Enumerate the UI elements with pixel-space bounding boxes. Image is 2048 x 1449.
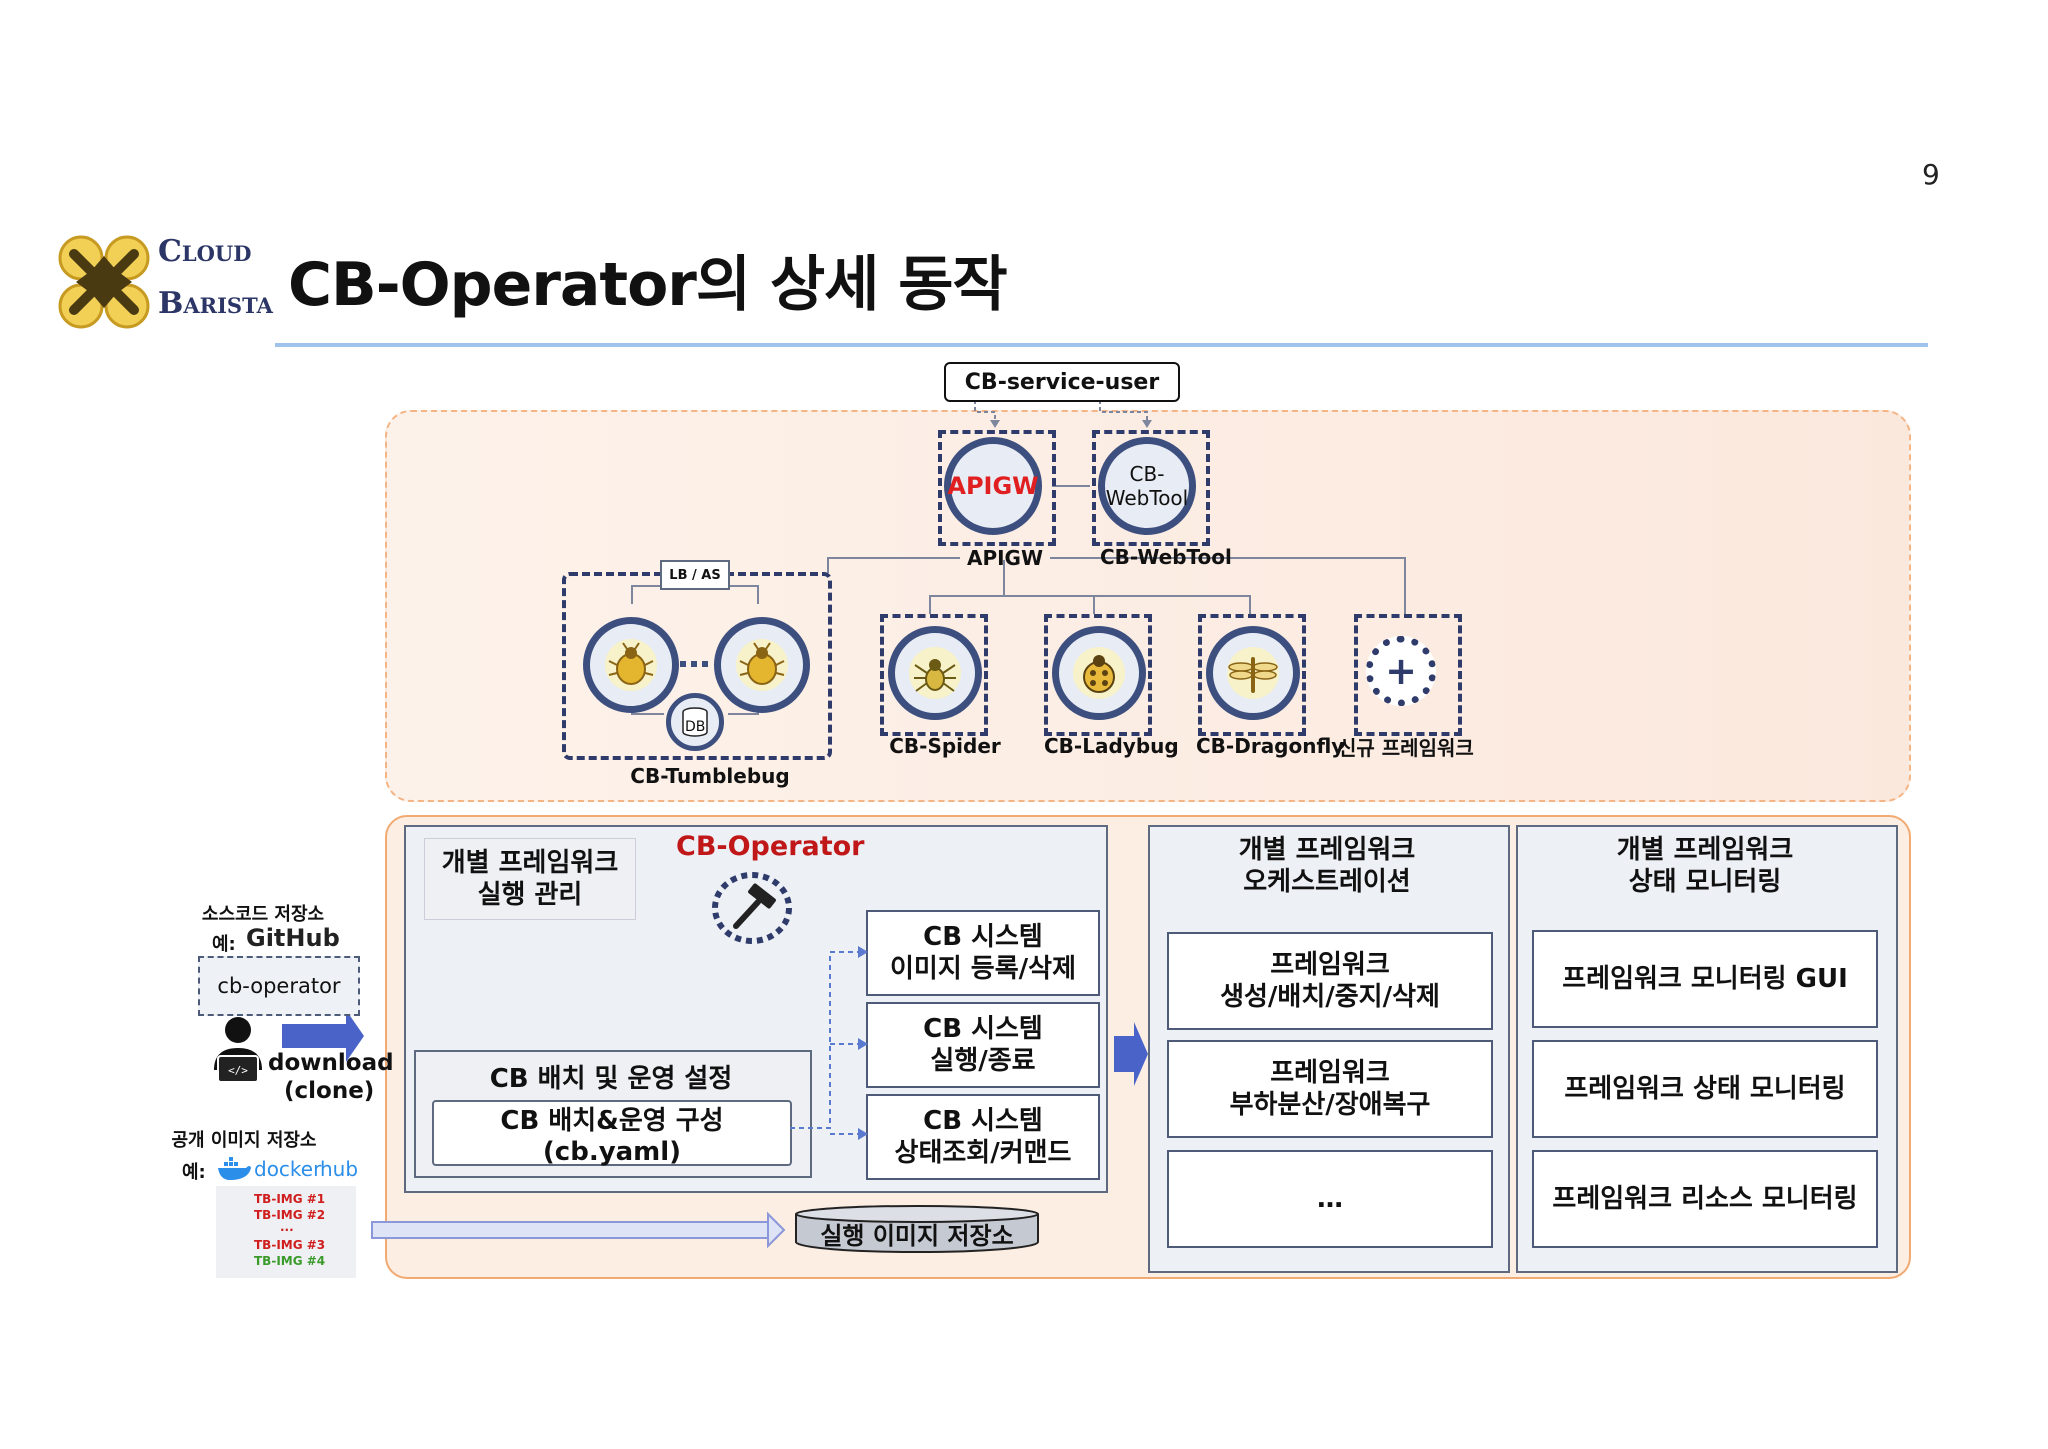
logo-emblem-icon bbox=[58, 235, 150, 329]
database-icon bbox=[682, 707, 708, 737]
svg-text:</>: </> bbox=[228, 1064, 248, 1077]
example-label-2: 예: bbox=[182, 1162, 206, 1183]
image-store-label: 실행 이미지 저장소 bbox=[820, 1222, 1014, 1250]
page-title: CB-Operator의 상세 동작 bbox=[288, 250, 1008, 320]
tumblebug-caption: CB-Tumblebug bbox=[630, 764, 790, 788]
monitoring-title: 개별 프레임워크 상태 모니터링 bbox=[1616, 835, 1794, 897]
example-label-1: 예: bbox=[212, 934, 236, 955]
tumblebug-instance-1 bbox=[583, 617, 679, 713]
image-tag-2: TB-IMG #2 bbox=[254, 1208, 326, 1222]
system-image-register-box[interactable]: CB 시스템 이미지 등록/삭제 bbox=[866, 910, 1100, 996]
tumblebug-beetle-icon bbox=[605, 639, 657, 691]
source-repo-label: 소스코드 저장소 bbox=[201, 904, 325, 925]
dragonfly-node[interactable] bbox=[1198, 614, 1306, 736]
image-store-cylinder[interactable]: 실행 이미지 저장소 bbox=[794, 1204, 1040, 1254]
image-list-box: TB-IMG #1 TB-IMG #2 ... TB-IMG #3 TB-IMG… bbox=[216, 1186, 356, 1278]
orchestration-item-more: … bbox=[1167, 1150, 1493, 1248]
spider-circle bbox=[888, 626, 982, 720]
ladybug-circle bbox=[1052, 626, 1146, 720]
ladybug-caption: CB-Ladybug bbox=[1044, 734, 1179, 758]
dockerhub-text-a: docker bbox=[254, 1157, 322, 1181]
logo-text-line1: Cloud bbox=[158, 234, 252, 269]
apigw-circle-label: APIGW bbox=[947, 472, 1039, 500]
dragonfly-circle bbox=[1206, 626, 1300, 720]
monitoring-item-resource[interactable]: 프레임워크 리소스 모니터링 bbox=[1532, 1150, 1878, 1248]
cb-operator-title: CB-Operator bbox=[676, 831, 865, 862]
new-framework-caption: 신규 프레임워크 bbox=[1338, 736, 1474, 760]
docker-whale-icon bbox=[218, 1157, 251, 1180]
developer-icon: </> bbox=[208, 1016, 268, 1086]
spider-caption: CB-Spider bbox=[889, 734, 1001, 758]
image-tag-1: TB-IMG #1 bbox=[254, 1192, 326, 1206]
spider-node[interactable] bbox=[880, 614, 988, 736]
lb-as-label: LB / AS bbox=[660, 560, 730, 590]
db-label: DB bbox=[685, 719, 706, 735]
plus-icon: + bbox=[1385, 649, 1417, 693]
new-framework-node[interactable] bbox=[1354, 614, 1462, 736]
tumblebug-beetle-icon bbox=[736, 639, 788, 691]
system-status-command-box[interactable]: CB 시스템 상태조회/커맨드 bbox=[866, 1094, 1100, 1180]
spider-icon bbox=[909, 647, 961, 699]
page-number: 9 bbox=[1922, 158, 1940, 191]
deploy-config-label: CB 배치&운영 구성 (cb.yaml) bbox=[500, 1105, 724, 1167]
monitoring-item-status[interactable]: 프레임워크 상태 모니터링 bbox=[1532, 1040, 1878, 1138]
orchestration-item-create[interactable]: 프레임워크 생성/배치/중지/삭제 bbox=[1167, 932, 1493, 1030]
image-tag-4: TB-IMG #4 bbox=[254, 1254, 326, 1268]
deploy-config-scroll[interactable]: CB 배치&운영 구성 (cb.yaml) bbox=[432, 1100, 792, 1167]
webtool-circle: CB- WebTool bbox=[1098, 437, 1196, 535]
clone-label: (clone) bbox=[284, 1078, 375, 1104]
title-divider bbox=[275, 343, 1928, 347]
orchestration-item-loadbalance[interactable]: 프레임워크 부하분산/장애복구 bbox=[1167, 1040, 1493, 1138]
apigw-caption: APIGW bbox=[966, 546, 1044, 570]
webtool-caption: CB-WebTool bbox=[1100, 545, 1232, 569]
service-user-box: CB-service-user bbox=[944, 362, 1180, 402]
repo-box[interactable]: cb-operator bbox=[198, 956, 360, 1016]
dragonfly-icon bbox=[1227, 647, 1279, 699]
apigw-node[interactable] bbox=[938, 430, 1056, 546]
ladybug-icon bbox=[1073, 647, 1125, 699]
orchestration-title: 개별 프레임워크 오케스트레이션 bbox=[1238, 835, 1416, 897]
tumblebug-instance-2 bbox=[714, 617, 810, 713]
storage-cylinder-icon bbox=[795, 1205, 1039, 1253]
webtool-circle-label: CB- WebTool bbox=[1105, 462, 1189, 510]
download-label: download bbox=[268, 1050, 394, 1076]
dockerhub-logo: docker hub bbox=[216, 1154, 359, 1184]
tumblebug-db: DB bbox=[666, 693, 724, 751]
system-run-stop-box[interactable]: CB 시스템 실행/종료 bbox=[866, 1002, 1100, 1088]
monitoring-item-gui[interactable]: 프레임워크 모니터링 GUI bbox=[1532, 930, 1878, 1028]
new-framework-circle: + bbox=[1366, 636, 1436, 706]
public-repo-label: 공개 이미지 저장소 bbox=[171, 1130, 317, 1151]
cloud-barista-logo: Cloud Barista bbox=[54, 234, 273, 330]
dockerhub-text-b: hub bbox=[320, 1157, 359, 1181]
github-logo-text: GitHub bbox=[246, 924, 340, 952]
deploy-settings-title: CB 배치 및 운영 설정 bbox=[489, 1064, 733, 1094]
logo-text-line2: Barista bbox=[158, 286, 273, 321]
image-tag-ellipsis: ... bbox=[280, 1220, 294, 1234]
apigw-circle: APIGW bbox=[944, 437, 1042, 535]
webtool-node[interactable] bbox=[1092, 430, 1210, 546]
image-tag-3: TB-IMG #3 bbox=[254, 1238, 326, 1252]
operator-hammer-icon bbox=[712, 872, 792, 944]
repo-name: cb-operator bbox=[217, 974, 341, 998]
framework-exec-mgmt-box: 개별 프레임워크 실행 관리 bbox=[424, 838, 636, 920]
dragonfly-caption: CB-Dragonfly bbox=[1196, 734, 1345, 758]
ladybug-node[interactable] bbox=[1044, 614, 1152, 736]
